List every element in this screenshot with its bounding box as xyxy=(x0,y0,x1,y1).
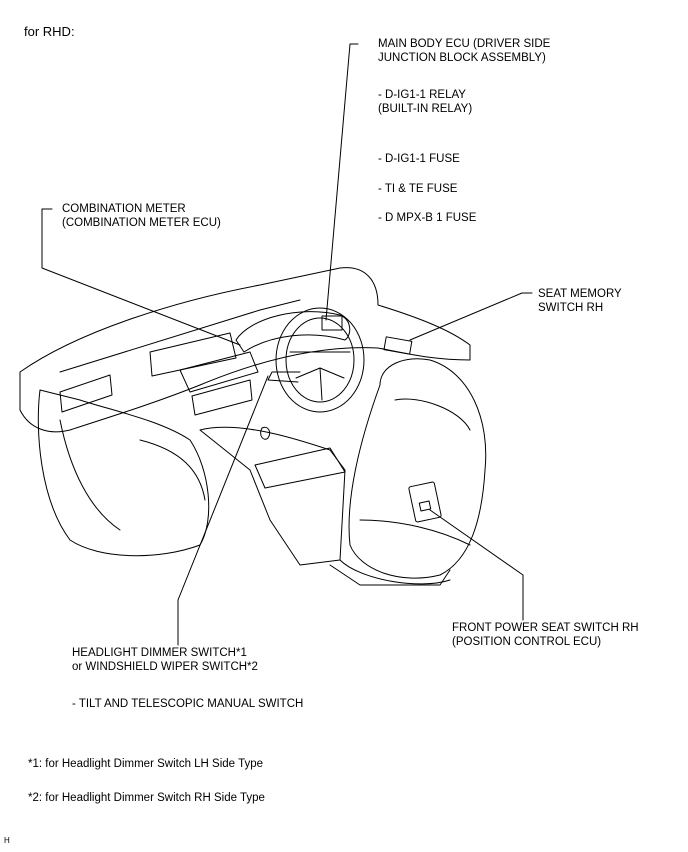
leader-front-power-seat xyxy=(429,509,524,621)
fuse-d-mpx-b1-label: - D MPX-B 1 FUSE xyxy=(378,212,477,224)
footnote-1: *1: for Headlight Dimmer Switch LH Side … xyxy=(28,758,263,770)
dashboard-outline xyxy=(19,267,471,433)
front-power-seat-ecu xyxy=(408,481,442,523)
relay-label: - D-IG1-1 RELAY (BUILT-IN RELAY) xyxy=(378,89,473,115)
combination-meter-label: COMBINATION METER (COMBINATION METER ECU… xyxy=(62,203,221,229)
corner-code: H xyxy=(4,836,10,845)
front-power-seat-switch-label: FRONT POWER SEAT SWITCH RH (POSITION CON… xyxy=(452,622,639,648)
leader-main-body-ecu xyxy=(325,43,359,321)
combination-meter-hood xyxy=(235,311,351,353)
fuse-ti-te-label: - TI & TE FUSE xyxy=(378,183,458,195)
headlight-switch xyxy=(267,371,301,383)
seat-memory-switch xyxy=(383,336,413,355)
right-seat xyxy=(348,358,487,579)
page-title: for RHD: xyxy=(24,24,75,39)
fuse-d-ig1-1-label: - D-IG1-1 FUSE xyxy=(378,153,460,165)
seat-memory-switch-label: SEAT MEMORY SWITCH RH xyxy=(538,288,622,314)
steering-wheel xyxy=(275,307,365,413)
headlight-dimmer-switch-label: HEADLIGHT DIMMER SWITCH*1 or WINDSHIELD … xyxy=(72,647,258,673)
left-seat xyxy=(37,389,210,557)
leader-seat-memory xyxy=(409,292,533,341)
footnote-2: *2: for Headlight Dimmer Switch RH Side … xyxy=(28,792,265,804)
tilt-telescopic-switch-label: - TILT AND TELESCOPIC MANUAL SWITCH xyxy=(72,698,304,710)
main-body-ecu-label: MAIN BODY ECU (DRIVER SIDE JUNCTION BLOC… xyxy=(378,38,551,64)
leader-headlight xyxy=(177,375,269,646)
leader-combination-meter xyxy=(41,208,241,346)
center-console xyxy=(199,426,346,566)
